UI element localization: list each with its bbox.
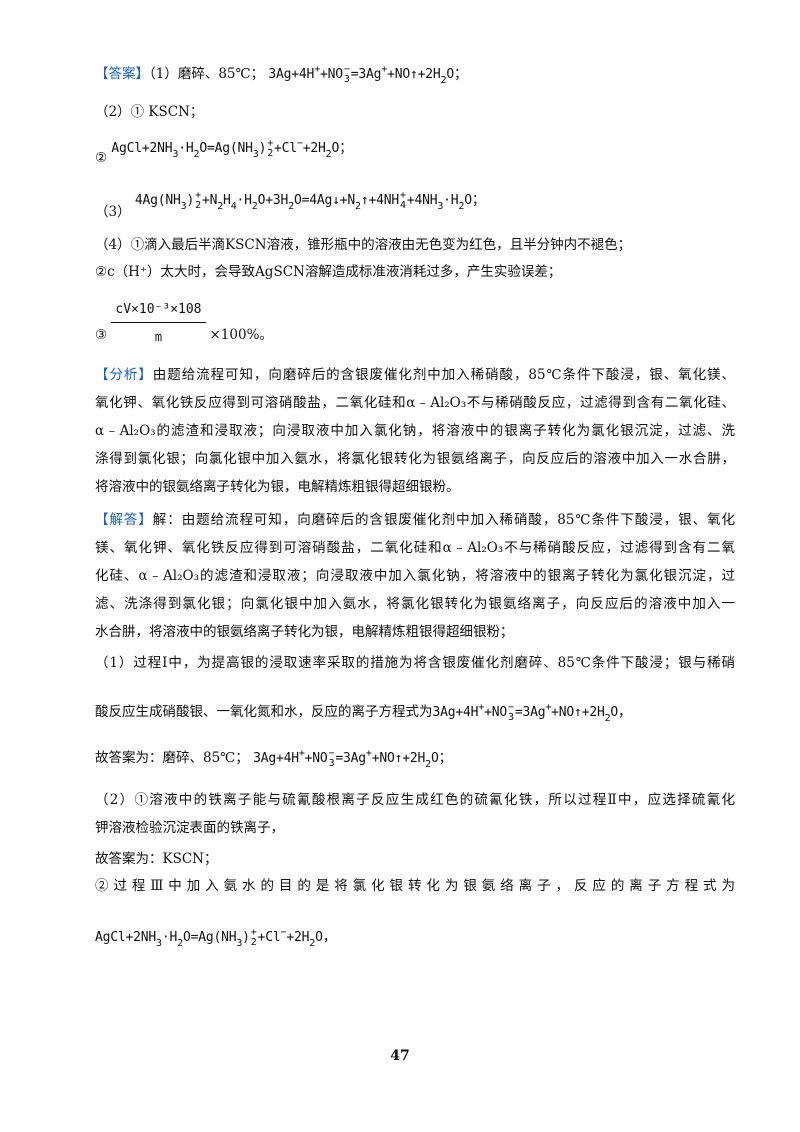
solution-line-3: 化硅、α﹣Al₂O₃的滤渣和浸取液；向浸取液中加入氯化钠，将溶液中的银离子转化为… bbox=[95, 568, 735, 584]
analysis-line-1: 【分析】由题给流程可知，向磨碎后的含银废催化剂中加入稀硝酸，85℃条件下酸浸，银… bbox=[95, 367, 736, 383]
page-number: 47 bbox=[390, 1048, 410, 1064]
equation-silver-nitric-2: 3Ag+4H++NO−3=3Ag++NO↑+2H2O bbox=[432, 701, 619, 724]
fraction-denominator: m bbox=[154, 330, 163, 344]
equation-silver-chloride-ammonia: AgCl+2NH3·H2O=Ag(NH3)+2+Cl−+2H2O bbox=[111, 137, 340, 160]
equation-silver-chloride-ammonia-2: AgCl+2NH3·H2O=Ag(NH3)+2+Cl−+2H2O bbox=[95, 926, 323, 949]
equation-hydrazine-reduction: 4Ag(NH3)+2+N2H4·H2O+3H2O=4Ag↓+N2↑+4NH+4+… bbox=[134, 189, 472, 212]
analysis-line-4: 涤得到氯化银；向氯化银中加入氨水，将氯化银转化为银氨络离子，向反应后的溶液中加入… bbox=[95, 451, 735, 467]
solution-line-2: 镁、氧化钾、氧化铁反应得到可溶硝酸盐，二氧化硅和α﹣Al₂O₃不与稀硝酸反应，过… bbox=[95, 540, 735, 556]
answer-part-2-1: （2）① KSCN； bbox=[95, 104, 204, 120]
fraction-formula: cV×10⁻³×108 m bbox=[111, 300, 206, 347]
analysis-line-2: 氧化钾、氧化铁反应得到可溶硝酸盐，二氧化硅和α﹣Al₂O₃不与稀硝酸反应，过滤得… bbox=[95, 395, 735, 411]
answer-label: 【答案】 bbox=[95, 66, 149, 82]
solution-line-9: （2）①溶液中的铁离子能与硫氰酸根离子反应生成红色的硫氰化铁，所以过程Ⅱ中，应选… bbox=[95, 792, 735, 808]
answer-part-4-1: （4）①滴入最后半滴KSCN溶液，锥形瓶中的溶液由无色变为红色，且半分钟内不褪色… bbox=[95, 237, 632, 253]
analysis-line-3: α﹣Al₂O₃的滤渣和浸取液；向浸取液中加入氯化钠，将溶液中的银离子转化为氯化银… bbox=[95, 423, 735, 439]
answer-part-4-3: ③ cV×10⁻³×108 m ×100%。 bbox=[95, 300, 273, 347]
solution-line-5: 水合肼，将溶液中的银氨络离子转化为银，电解精炼粗银得超细银粉； bbox=[95, 624, 514, 640]
answer-part-2-2: ② AgCl+2NH3·H2O=Ag(NH3)+2+Cl−+2H2O； bbox=[95, 137, 353, 166]
analysis-label: 【分析】 bbox=[95, 367, 153, 383]
solution-label: 【解答】 bbox=[95, 512, 153, 528]
answer-part-1: 【答案】（1）磨碎、85℃； 3Ag+4H++NO−3=3Ag++NO↑+2H2… bbox=[95, 63, 468, 86]
solution-line-6: （1）过程Ⅰ中，为提高银的浸取速率采取的措施为将含银废催化剂磨碎、85℃条件下酸… bbox=[95, 655, 735, 671]
solution-line-13: AgCl+2NH3·H2O=Ag(NH3)+2+Cl−+2H2O， bbox=[95, 926, 337, 949]
analysis-line-5: 将溶液中的银氨络离子转化为银，电解精炼粗银得超细银粉。 bbox=[95, 479, 460, 495]
solution-line-10: 钾溶液检验沉淀表面的铁离子， bbox=[95, 820, 284, 836]
equation-silver-nitric-3: 3Ag+4H++NO−3=3Ag++NO↑+2H2O bbox=[253, 747, 439, 770]
solution-line-1: 【解答】解：由题给流程可知，向磨碎后的含银废催化剂中加入稀硝酸，85℃条件下酸浸… bbox=[95, 512, 736, 528]
solution-line-7: 酸反应生成硝酸银、一氧化氮和水，反应的离子方程式为3Ag+4H++NO−3=3A… bbox=[95, 701, 632, 724]
solution-line-4: 滤、洗涤得到氯化银；向氯化银中加入氨水，将氯化银转化为银氨络离子，向反应后的溶液… bbox=[95, 596, 735, 612]
equation-silver-nitric: 3Ag+4H++NO−3=3Ag++NO↑+2H2O bbox=[268, 63, 454, 86]
solution-line-12: ②过程Ⅲ中加入氨水的目的是将氯化银转化为银氨络离子，反应的离子方程式为 bbox=[95, 878, 735, 894]
fraction-numerator: cV×10⁻³×108 bbox=[111, 300, 206, 323]
solution-line-8: 故答案为：磨碎、85℃； 3Ag+4H++NO−3=3Ag++NO↑+2H2O； bbox=[95, 747, 453, 770]
solution-line-11: 故答案为：KSCN； bbox=[95, 851, 218, 867]
answer-part-4-2: ②c（H⁺）太大时，会导致AgSCN溶解造成标准液消耗过多，产生实验误差； bbox=[95, 264, 562, 280]
answer-part-3: （3） 4Ag(NH3)+2+N2H4·H2O+3H2O=4Ag↓+N2↑+4N… bbox=[95, 189, 486, 220]
